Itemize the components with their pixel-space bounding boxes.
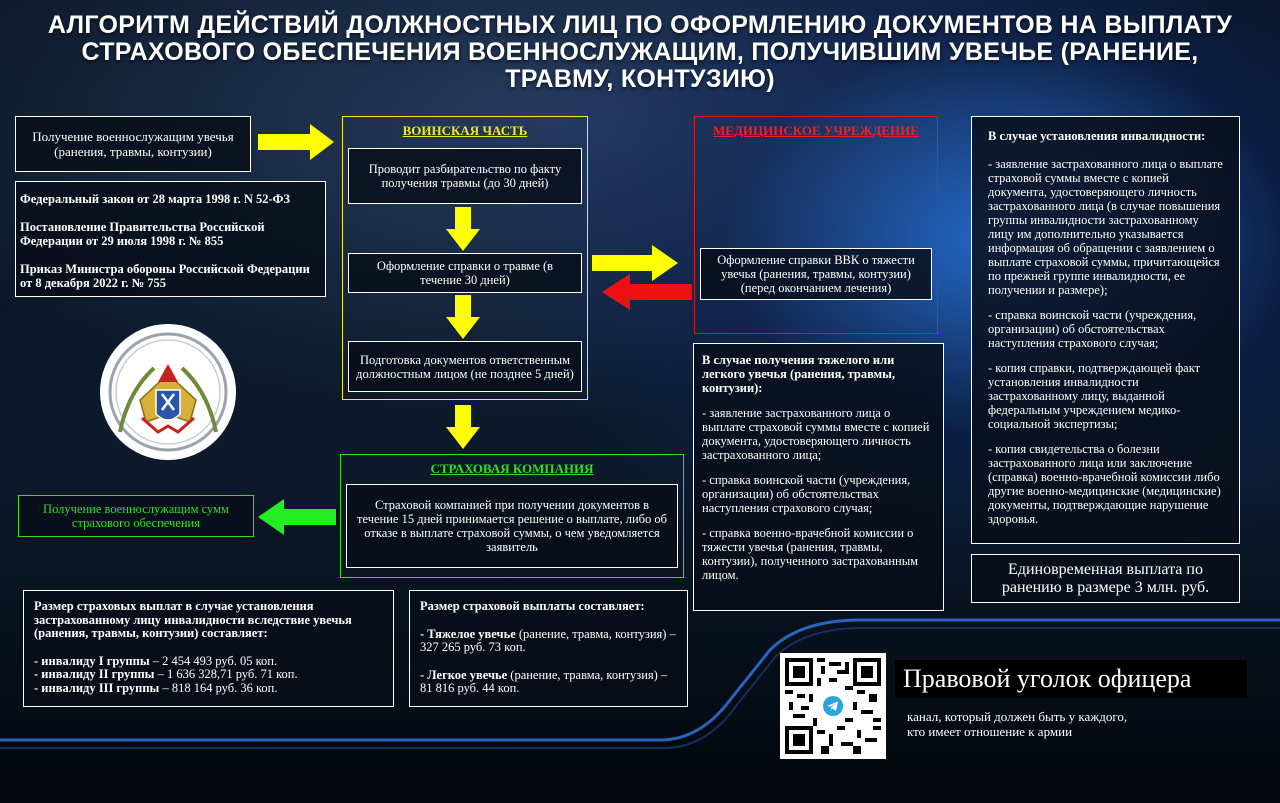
lump-sum-box: Единовременная выплата по ранению в разм…: [971, 554, 1240, 603]
disability-payment-group-1: - инвалиду I группы – 2 454 493 руб. 05 …: [34, 653, 385, 669]
group-1-value: – 2 454 493 руб. 05 коп.: [149, 653, 278, 668]
arrow-step1-to-step2: [446, 207, 480, 251]
insurance-header: СТРАХОВАЯ КОМПАНИЯ: [430, 461, 594, 476]
heavy-injury-label: - Тяжелое увечье: [420, 626, 516, 641]
group-2-value: – 1 636 328,71 руб. 71 коп.: [154, 667, 298, 681]
arrow-military-to-medical: [592, 245, 678, 281]
result-box-text: Получение военнослужащим сумм страхового…: [43, 502, 229, 530]
page-title: АЛГОРИТМ ДЕЙСТВИЙ ДОЛЖНОСТНЫХ ЛИЦ ПО ОФО…: [47, 11, 1233, 93]
military-unit-frame: [342, 116, 588, 400]
heavy-injury-value: (ранение, травма, контузия) – 327 265 ру…: [420, 626, 676, 654]
military-step-documents: Подготовка документов ответственным долж…: [348, 341, 582, 392]
medical-vvk-certificate-text: Оформление справки ВВК о тяжести увечья …: [717, 253, 915, 295]
channel-tagline-line2: кто имеет отношение к армии: [907, 724, 1073, 739]
military-step-investigation-text: Проводит разбирательство по факту получе…: [368, 162, 562, 190]
injury-doc-item: - заявление застрахованного лица о выпла…: [702, 406, 930, 462]
light-injury-label: - Легкое увечье: [420, 667, 508, 682]
medical-vvk-certificate: Оформление справки ВВК о тяжести увечья …: [700, 248, 932, 300]
disability-documents-heading: В случае установления инвалидности:: [988, 129, 1206, 143]
light-injury-payment: - Легкое увечье (ранение, травма, контуз…: [420, 667, 679, 696]
disability-payments-box: Размер страховых выплат в случае установ…: [23, 590, 394, 707]
arrow-medical-to-military: [602, 274, 692, 310]
arrow-insurance-to-result: [258, 499, 336, 535]
disability-doc-item: - заявление застрахованного лица о выпла…: [988, 157, 1223, 297]
disability-doc-item: - справка воинской части (учреждения, ор…: [988, 308, 1197, 350]
channel-name: Правовой уголок офицера: [895, 660, 1247, 698]
heavy-injury-payment: - Тяжелое увечье (ранение, травма, конту…: [420, 626, 679, 655]
qr-code-icon[interactable]: [780, 653, 886, 759]
disability-doc-item: - копия свидетельства о болезни застрахо…: [988, 442, 1221, 526]
group-2-label: - инвалиду II группы: [34, 667, 155, 681]
injury-payments-heading: Размер страховой выплаты составляет:: [420, 599, 645, 613]
disability-documents-box: В случае установления инвалидности: - за…: [971, 116, 1240, 544]
telegram-icon: [823, 696, 843, 716]
disability-payment-group-2: - инвалиду II группы – 1 636 328,71 руб.…: [34, 667, 385, 682]
arrow-step2-to-step3: [446, 295, 480, 339]
channel-tagline: канал, который должен быть у каждого, кт…: [907, 709, 1247, 739]
insurance-frame: [340, 454, 684, 578]
military-step-certificate-text: Оформление справки о травме (в течение 3…: [376, 259, 554, 287]
arrow-military-to-insurance: [446, 405, 480, 449]
group-3-value: – 818 164 руб. 36 коп.: [159, 680, 278, 695]
channel-tagline-line1: канал, который должен быть у каждого,: [907, 709, 1128, 724]
injury-documents-heading: В случае получения тяжелого или легкого …: [702, 353, 896, 395]
start-box-text: Получение военнослужащим увечья (ранения…: [32, 129, 234, 159]
arrow-start-to-military: [258, 124, 334, 160]
start-box: Получение военнослужащим увечья (ранения…: [15, 116, 251, 172]
injury-documents-box: В случае получения тяжелого или легкого …: [693, 343, 944, 611]
medical-header: МЕДИЦИНСКОЕ УЧРЕЖДЕНИЕ: [713, 123, 919, 138]
disability-doc-item: - копия справки, подтверждающей факт уст…: [988, 361, 1201, 431]
group-1-label: - инвалиду I группы: [34, 653, 150, 668]
military-step-investigation: Проводит разбирательство по факту получе…: [348, 148, 582, 204]
order-755: Приказ Министра обороны Российской Федер…: [20, 262, 310, 290]
military-step-certificate: Оформление справки о травме (в течение 3…: [348, 253, 582, 293]
decree-855: Постановление Правительства Российской Ф…: [20, 220, 265, 248]
injury-payments-box: Размер страховой выплаты составляет: - Т…: [409, 590, 688, 707]
military-step-documents-text: Подготовка документов ответственным долж…: [356, 352, 574, 381]
legal-basis-box: Федеральный закон от 28 марта 1998 г. N …: [15, 181, 326, 297]
disability-payment-group-3: - инвалиду III группы – 818 164 руб. 36 …: [34, 680, 385, 696]
group-3-label: - инвалиду III группы: [34, 680, 160, 695]
injury-doc-item: - справка военно-врачебной комиссии о тя…: [702, 526, 919, 582]
insurance-decision: Страховой компанией при получении докуме…: [346, 484, 678, 568]
injury-doc-item: - справка воинской части (учреждения, ор…: [702, 473, 911, 515]
insurance-decision-text: Страховой компанией при получении докуме…: [357, 498, 667, 554]
emblem-icon: [100, 324, 236, 460]
disability-payments-heading: Размер страховых выплат в случае установ…: [34, 599, 352, 640]
law-52fz: Федеральный закон от 28 марта 1998 г. N …: [20, 192, 291, 206]
medical-frame: [694, 116, 938, 334]
lump-sum-text: Единовременная выплата по ранению в разм…: [1001, 560, 1210, 596]
military-unit-header: ВОИНСКАЯ ЧАСТЬ: [402, 123, 528, 138]
light-injury-value: (ранение, травма, контузия) – 81 816 руб…: [420, 667, 668, 695]
result-box: Получение военнослужащим сумм страхового…: [18, 495, 254, 537]
